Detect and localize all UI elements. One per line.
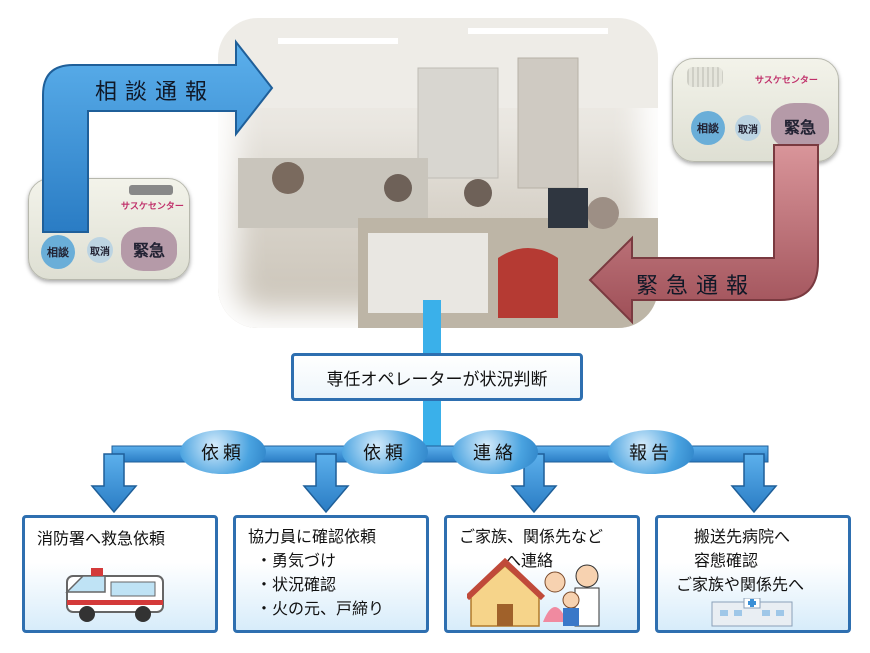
consult-arrow [42, 39, 274, 233]
operator-judgement-box: 専任オペレーターが状況判断 [291, 353, 583, 401]
destination-hospital: 搬送先病院へ 容態確認 ご家族や関係先へ [655, 515, 851, 633]
office-scene [218, 18, 658, 328]
destination-fire-department: 消防署へ救急依頼 [22, 515, 218, 633]
device-cancel-button[interactable]: 取消 [87, 237, 113, 263]
hospital-icon [711, 598, 793, 627]
device-emergency-button[interactable]: 緊急 [121, 227, 177, 271]
destination-line: 容態確認 [694, 551, 759, 570]
emergency-arrow-label: 緊急通報 [636, 274, 757, 299]
branch-arrow-4 [730, 453, 778, 514]
action-label-request-1: 依頼 [180, 430, 266, 474]
destination-line: ご家族や関係先へ [676, 575, 805, 594]
destination-line: 消防署へ救急依頼 [37, 529, 166, 548]
device-cancel-button[interactable]: 取消 [735, 115, 761, 141]
destination-line: 協力員に確認依頼 [248, 527, 377, 546]
device-center-name: サスケセンター [121, 202, 184, 212]
branch-arrow-3 [510, 453, 558, 514]
device-label-plate [129, 185, 173, 195]
action-label-report: 報告 [608, 430, 694, 474]
left-alarm-device: サスケセンター 相談 取消 緊急 [28, 178, 190, 280]
device-consult-button[interactable]: 相談 [691, 111, 725, 145]
destination-line: ・勇気づけ [256, 551, 337, 570]
destination-family: ご家族、関係先など へ連絡 [444, 515, 640, 633]
branch-arrow-2 [302, 453, 350, 514]
destination-line: ご家族、関係先など [459, 527, 604, 546]
destination-line: 搬送先病院へ [694, 527, 791, 546]
office-photo [218, 18, 658, 328]
destination-line: へ連絡 [505, 551, 554, 570]
destination-cooperator: 協力員に確認依頼 ・勇気づけ ・状況確認 ・火の元、戸締り [233, 515, 429, 633]
speaker-grille [687, 67, 723, 87]
branch-arrow-1 [90, 453, 138, 514]
destination-line: ・状況確認 [256, 575, 337, 594]
destination-line: ・火の元、戸締り [256, 599, 385, 618]
ambulance-icon [65, 568, 164, 622]
action-label-request-2: 依頼 [342, 430, 428, 474]
device-consult-button[interactable]: 相談 [41, 235, 75, 269]
action-label-contact: 連絡 [452, 430, 538, 474]
device-center-name: サスケセンター [755, 76, 818, 86]
device-emergency-button[interactable]: 緊急 [771, 103, 829, 149]
consult-arrow-label: 相談通報 [95, 80, 216, 105]
family-house-icon [467, 557, 600, 627]
emergency-arrow [588, 144, 819, 325]
